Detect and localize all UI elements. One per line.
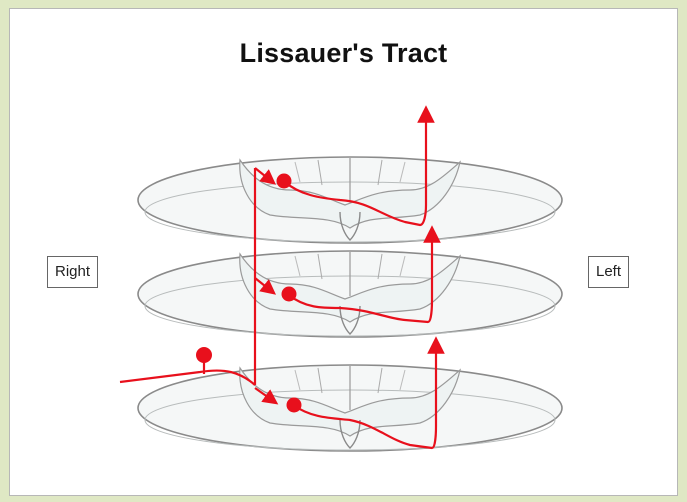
bottom-crossing-fiber	[292, 336, 445, 450]
top-collateral	[254, 167, 277, 185]
middle-second-order-neuron	[281, 286, 297, 302]
dorsal-root-ganglion-cell	[196, 347, 212, 363]
nerve-pathways	[119, 105, 445, 450]
label-left: Left	[588, 256, 630, 288]
grey-matter	[239, 158, 461, 229]
middle-crossing-fiber	[288, 225, 441, 324]
diagram-title: Lissauer's Tract	[239, 38, 448, 68]
label-right: Right	[47, 256, 99, 288]
afferent-fiber	[119, 369, 256, 386]
bottom-second-order-neuron	[286, 397, 302, 413]
grey-matter	[239, 366, 461, 437]
top-second-order-neuron	[276, 173, 292, 189]
top-crossing-fiber	[284, 105, 435, 227]
spinal-section-top	[137, 156, 563, 244]
neuron-cell-bodies	[196, 173, 302, 413]
bottom-collateral	[254, 387, 279, 405]
grey-matter	[239, 252, 461, 323]
middle-collateral	[254, 277, 277, 295]
spinal-section-bottom	[137, 364, 563, 452]
spinal-section-middle	[137, 250, 563, 338]
